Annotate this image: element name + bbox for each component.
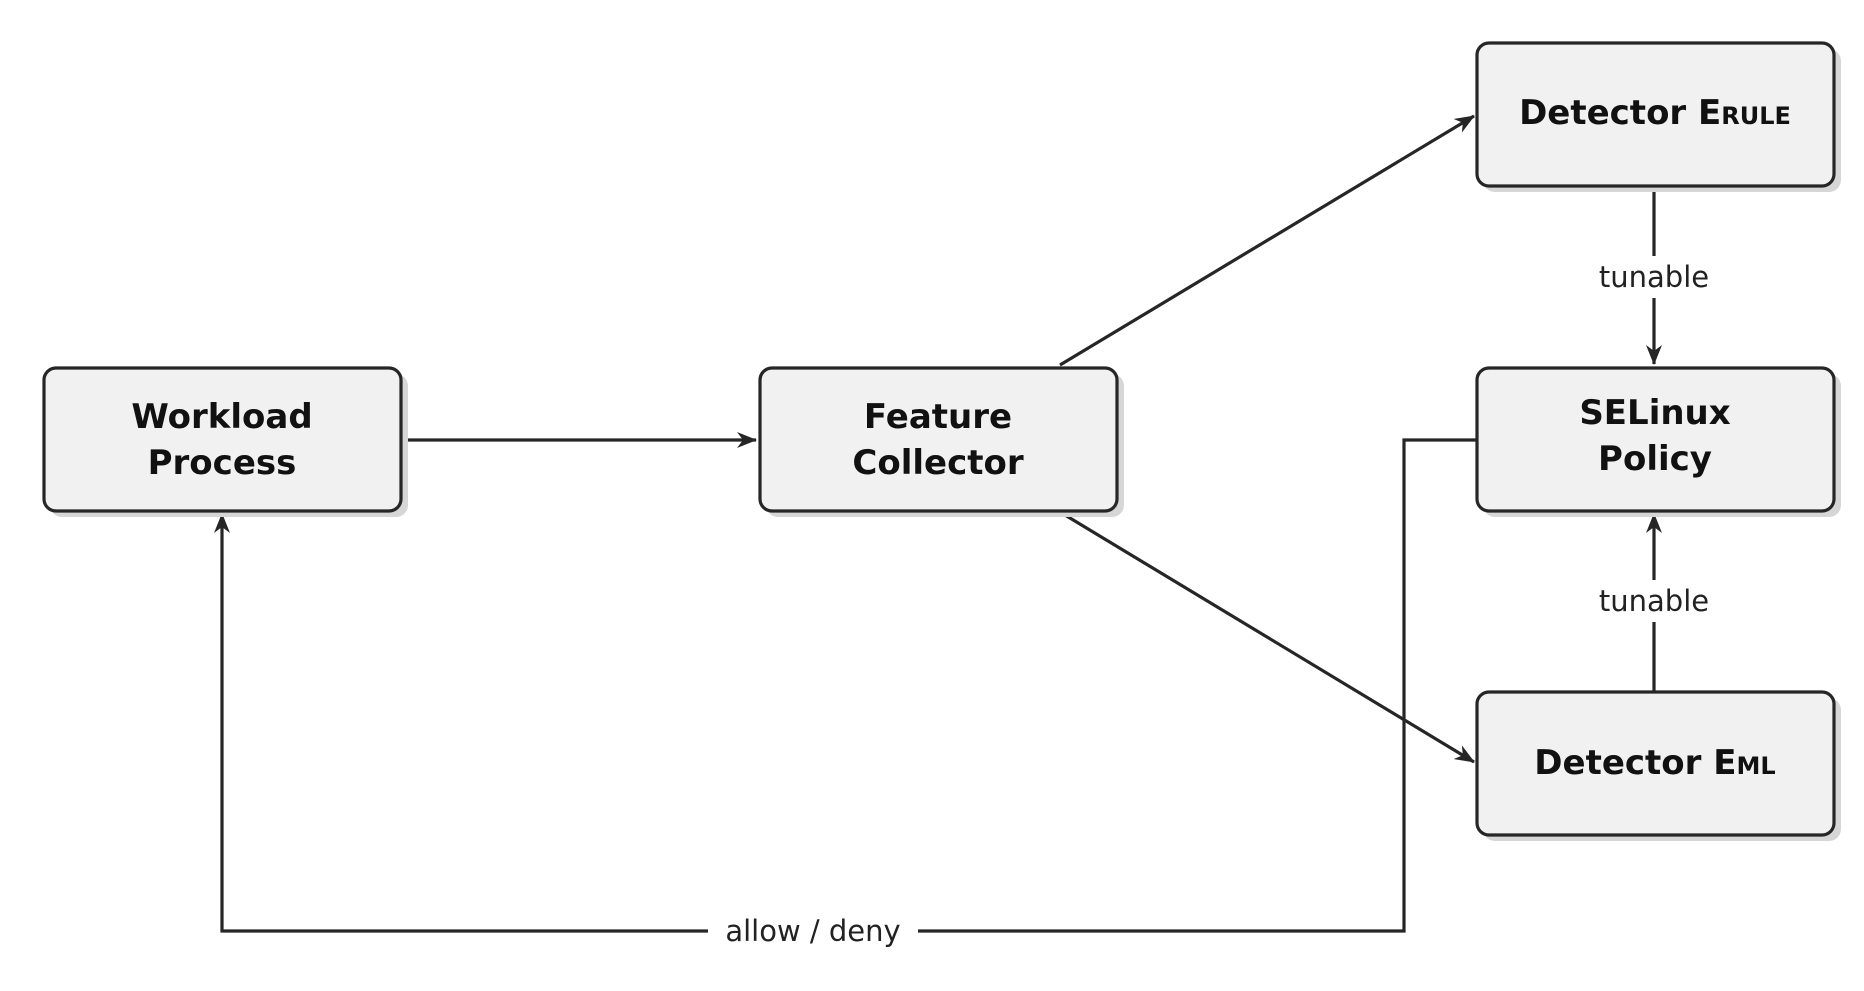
edge-collector-to-detector-ml [1059,510,1475,764]
edge-label-allow-deny: allow / deny [725,914,900,948]
detector-rule-label: Detector ERULE [1519,93,1791,133]
edge-policy-to-workload [214,438,1477,933]
collector-label-line2: Collector [852,443,1023,483]
node-detector-rule: Detector ERULE [1475,41,1841,192]
detector-rule-subscript: RULE [1721,102,1791,130]
selinux-label-line1: SELinux [1579,393,1730,433]
node-workload-process: Workload Process [42,366,408,517]
detector-ml-subscript: ML [1737,752,1776,780]
node-feature-collector: Feature Collector [758,366,1124,517]
collector-label-line1: Feature [864,397,1012,437]
node-selinux-policy: SELinux Policy [1475,366,1841,517]
selinux-label-line2: Policy [1598,439,1712,479]
detector-ml-label: Detector EML [1534,743,1775,783]
workload-label-line2: Process [148,443,297,483]
node-detector-ml: Detector EML [1475,690,1841,841]
edge-label-rule-tunable: tunable [1599,260,1709,294]
workload-label-line1: Workload [131,397,312,437]
edge-collector-to-detector-rule [1059,114,1475,367]
edge-label-ml-tunable: tunable [1599,584,1709,618]
